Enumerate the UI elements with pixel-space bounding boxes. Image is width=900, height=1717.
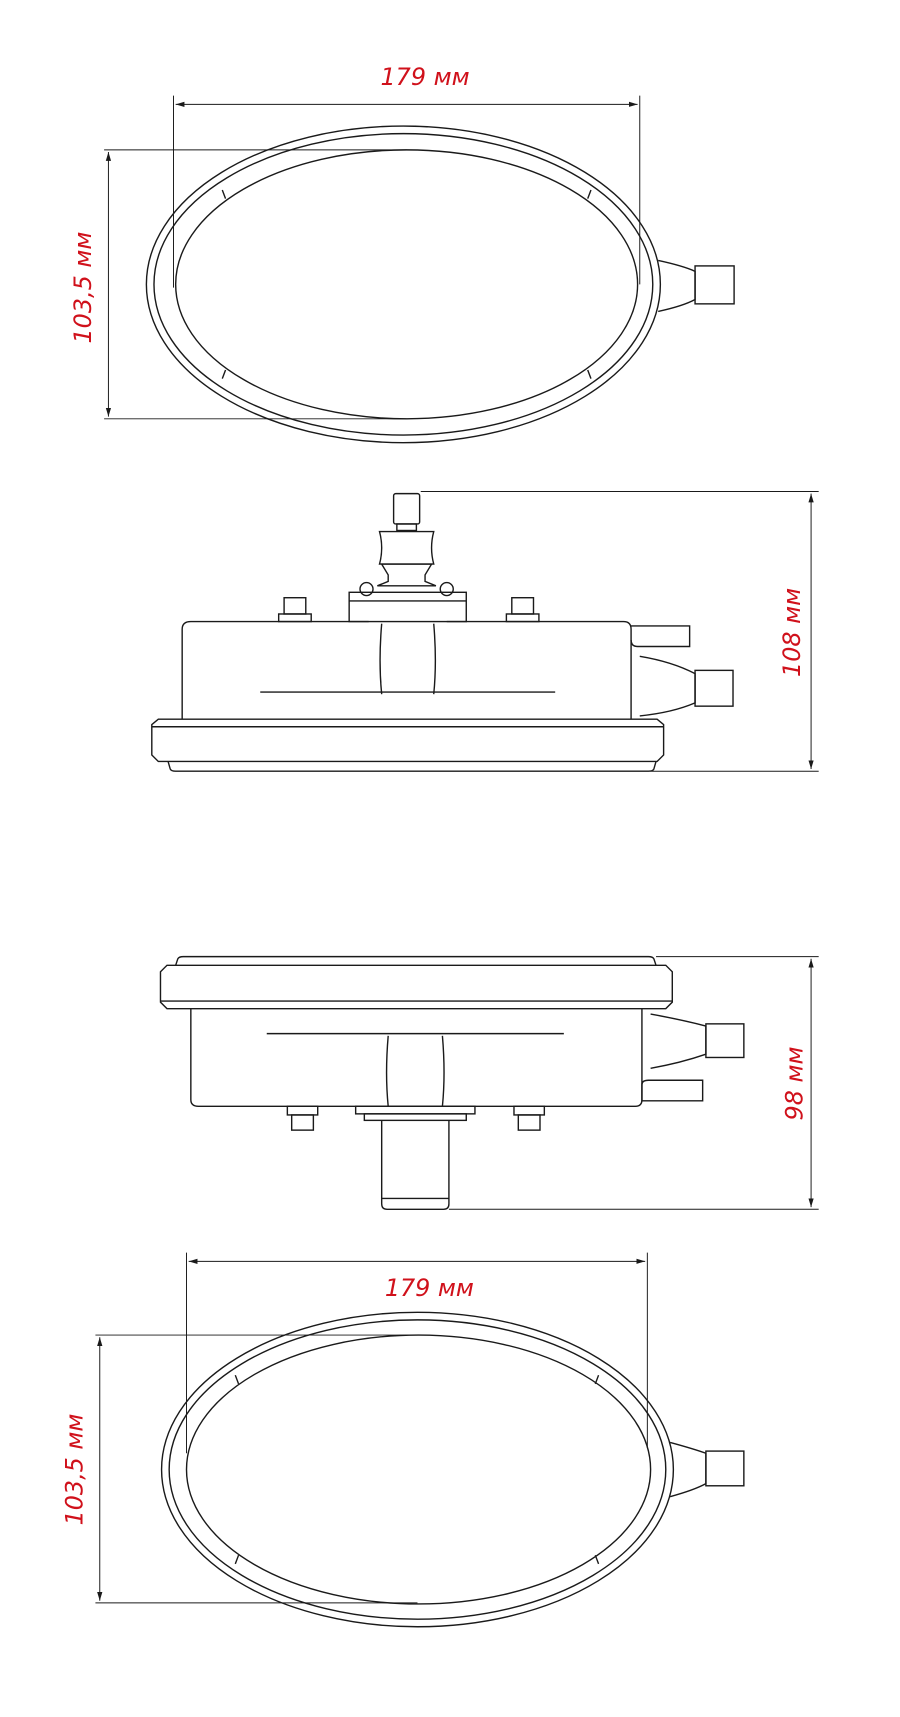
side-view-down: 98 мм bbox=[159, 955, 819, 1210]
base-ring bbox=[159, 964, 673, 1010]
inner-rim bbox=[185, 1334, 652, 1605]
width-dimension-label: 179 мм bbox=[385, 1274, 474, 1302]
height-dimension-label: 103,5 мм bbox=[69, 232, 97, 344]
height-dimension-label: 108 мм bbox=[778, 588, 806, 677]
housing bbox=[190, 1008, 643, 1107]
base-ring bbox=[151, 718, 665, 763]
nozzle bbox=[658, 259, 696, 313]
outer-rim bbox=[160, 1311, 675, 1628]
side-tube bbox=[641, 1079, 704, 1102]
flange bbox=[348, 591, 467, 623]
height-dimension-label: 98 мм bbox=[780, 1047, 808, 1121]
stem bbox=[380, 1120, 450, 1210]
inner-rim bbox=[174, 149, 639, 420]
top-view: 179 мм 103,5 мм bbox=[69, 63, 735, 444]
stem-cap bbox=[392, 492, 421, 525]
bottom-view: 179 мм 103,5 мм bbox=[60, 1252, 745, 1628]
outer-rim bbox=[145, 125, 662, 444]
side-tube bbox=[630, 625, 691, 648]
nozzle bbox=[650, 1013, 707, 1070]
height-dimension-label: 103,5 мм bbox=[60, 1414, 88, 1526]
width-dimension-label: 179 мм bbox=[381, 63, 470, 91]
side-view-up: 108 мм bbox=[151, 490, 819, 772]
nozzle bbox=[639, 655, 696, 717]
nozzle bbox=[669, 1441, 707, 1498]
housing bbox=[181, 620, 632, 720]
